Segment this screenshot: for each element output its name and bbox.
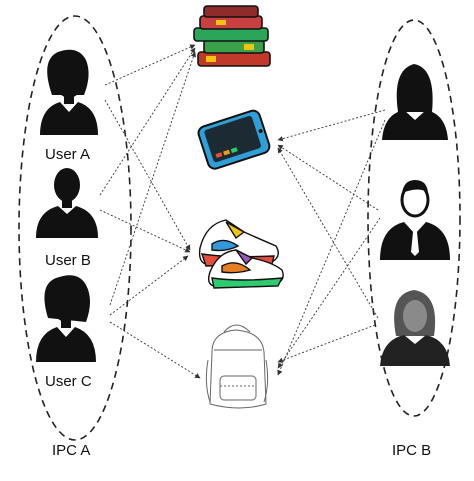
smartphone-icon — [197, 109, 271, 170]
books-icon — [193, 5, 271, 67]
ipc-a-caption: IPC A — [52, 442, 91, 459]
ipc-b-user-3-icon — [380, 290, 450, 366]
preference-arrows — [99, 44, 386, 379]
ipc-b-boundary — [367, 19, 461, 417]
ipc-b-caption: IPC B — [392, 442, 432, 459]
ipc-a-boundary — [18, 15, 132, 441]
ipc-b-user-2-icon — [380, 180, 450, 260]
user-b-icon — [36, 168, 98, 238]
user-c-icon — [36, 275, 96, 362]
backpack-icon — [205, 324, 269, 409]
user-a-label: User A — [45, 146, 91, 163]
user-c-label: User C — [45, 373, 92, 390]
user-a-icon — [40, 49, 98, 135]
sneaker-icon — [198, 219, 284, 289]
user-b-label: User B — [45, 252, 91, 269]
ipc-b-user-1-icon — [382, 64, 448, 140]
